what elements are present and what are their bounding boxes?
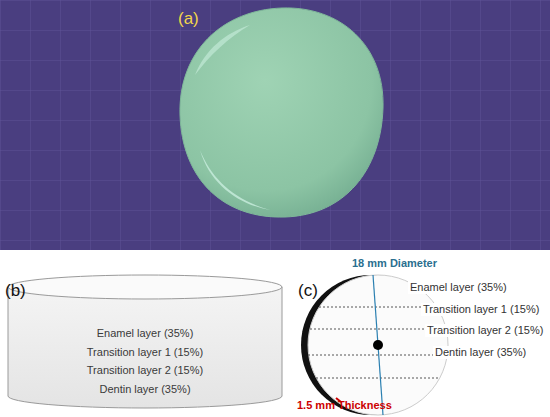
cylinder-body [8,287,282,408]
center-dot [373,340,383,350]
panel-letter: (b) [5,281,26,301]
panel-letter: (c) [298,281,318,301]
viewport-background [0,0,550,250]
grid [0,0,550,250]
cylinder-layers: Enamel layer (35%)Transition layer 1 (15… [8,300,282,398]
layer-label: Dentin layer (35%) [433,346,528,359]
layer-label: Transition layer 2 (15%) [87,361,203,380]
panel-letter: (a) [178,9,199,29]
layer-label: Enamel layer (35%) [408,281,509,294]
highlight [195,25,250,75]
scanned-disc [180,8,383,217]
diameter-line [373,275,383,415]
cylinder-top [8,275,282,299]
dimension: 1.5 mm Thickness [297,399,392,412]
highlight [200,150,270,210]
disc-face [308,275,448,415]
dimension: 18 mm Diameter [352,257,437,270]
layer-label: Enamel layer (35%) [97,324,194,343]
layer-boundaries [308,307,447,378]
layer-label: Dentin layer (35%) [99,380,190,399]
layer-label: Transition layer 1 (15%) [87,343,203,362]
layer-label: Transition layer 1 (15%) [421,303,541,316]
layer-label: Transition layer 2 (15%) [425,324,545,337]
